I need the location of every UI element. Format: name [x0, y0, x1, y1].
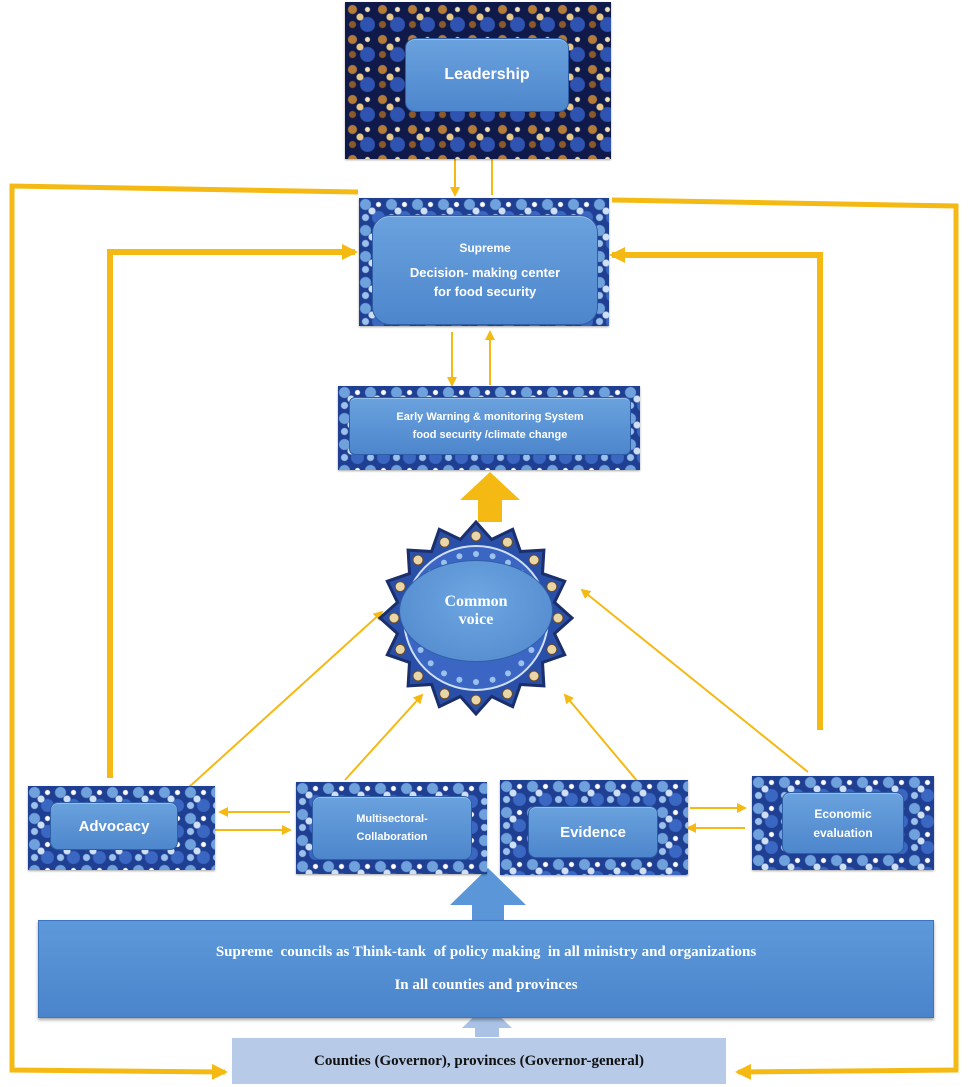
evidence-panel: Evidence: [500, 780, 688, 875]
leadership-box: Leadership: [405, 38, 569, 112]
evidence-label: Evidence: [560, 823, 626, 841]
common-voice-line-2: voice: [458, 611, 494, 628]
multisectoral-box: Multisectoral- Collaboration: [312, 796, 472, 860]
early-warning-panel: Early Warning & monitoring System food s…: [338, 386, 640, 470]
supreme-panel: Supreme Decision- making center for food…: [359, 198, 609, 326]
multisectoral-panel: Multisectoral- Collaboration: [296, 782, 487, 874]
supreme-subtitle-2: for food security: [433, 284, 537, 299]
advocacy-panel: Advocacy: [28, 786, 215, 870]
think-tank-box: Supreme councils as Think-tank of policy…: [38, 920, 934, 1018]
counties-box: Counties (Governor), provinces (Governor…: [232, 1038, 726, 1084]
arrow-multisectoral-to-voice: [344, 693, 424, 781]
leadership-label: Leadership: [444, 66, 530, 83]
economic-panel: Economic evaluation: [752, 776, 934, 870]
early-warning-line-2: food security /climate change: [412, 429, 568, 441]
think-tank-line-2: In all counties and provinces: [394, 977, 578, 993]
economic-line-1: Economic: [814, 806, 872, 821]
advocacy-box: Advocacy: [50, 802, 178, 850]
multisectoral-line-1: Multisectoral-: [356, 813, 428, 825]
early-warning-box: Early Warning & monitoring System food s…: [349, 397, 631, 455]
supreme-box: Supreme Decision- making center for food…: [372, 215, 598, 325]
supreme-subtitle-1: Decision- making center: [409, 265, 561, 280]
arrow-counties-to-thinktank: [462, 1004, 512, 1037]
economic-box: Economic evaluation: [782, 792, 904, 854]
counties-label: Counties (Governor), provinces (Governor…: [314, 1052, 644, 1069]
supreme-title: Supreme: [459, 241, 511, 255]
arrow-outer-left-loop: [9, 183, 359, 1080]
arrow-voice-to-warning: [460, 472, 520, 522]
advocacy-label: Advocacy: [78, 817, 150, 835]
early-warning-line-1: Early Warning & monitoring System: [396, 411, 584, 423]
arrow-advocacy-to-voice: [187, 610, 384, 789]
leadership-panel: Leadership: [345, 2, 611, 159]
arrow-inner-right-loop: [609, 247, 823, 730]
common-voice-line-1: Common: [444, 593, 508, 610]
arrow-economic-to-voice: [580, 588, 809, 773]
common-voice-box: Common voice: [399, 560, 553, 662]
multisectoral-line-2: Collaboration: [356, 831, 428, 843]
arrow-evidence-to-voice: [563, 693, 639, 783]
arrow-outer-right-loop: [611, 197, 959, 1080]
arrow-thinktank-to-boxes: [450, 868, 526, 920]
evidence-box: Evidence: [528, 806, 658, 858]
economic-line-2: evaluation: [813, 825, 873, 840]
think-tank-line-1: Supreme councils as Think-tank of policy…: [215, 944, 757, 960]
arrow-inner-left-loop: [107, 244, 358, 778]
